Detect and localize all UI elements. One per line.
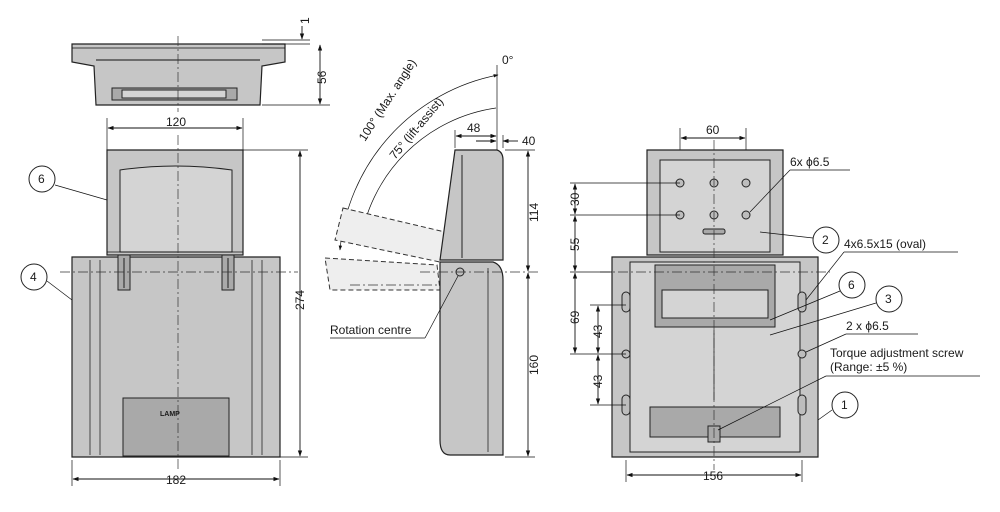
holes-top-label: 6x ϕ6.5 [790, 155, 830, 169]
callout-2 [812, 226, 840, 254]
callout-1-label: 1 [841, 398, 848, 412]
side-view: 0° 100° (Max. angle) 75° (lift-assist) 4… [324, 53, 541, 458]
rear-view: 60 [568, 123, 980, 483]
callout-5-label: 6 [38, 172, 45, 186]
dim-width-156: 156 [703, 469, 723, 483]
callout-2-label: 2 [822, 233, 829, 247]
dim-width-182: 182 [166, 473, 186, 487]
callout-4 [20, 263, 48, 291]
rotation-centre-label: Rotation centre [330, 323, 412, 337]
dim-width-120: 120 [166, 115, 186, 129]
dim-depth-40: 40 [522, 134, 536, 148]
dim-43-lower: 43 [591, 374, 605, 388]
dim-top-height: 56 [315, 70, 329, 84]
torque-label: Torque adjustment screw [830, 346, 964, 360]
dim-top-thickness: 1 [298, 17, 312, 24]
angle-zero: 0° [502, 53, 514, 67]
dim-depth-48: 48 [467, 121, 481, 135]
callout-6 [838, 271, 866, 299]
holes-2-label: 2 x ϕ6.5 [846, 319, 889, 333]
dim-width-60: 60 [706, 123, 720, 137]
dim-114: 114 [527, 203, 541, 222]
callout-4-label: 4 [30, 270, 37, 284]
callout-1 [831, 391, 859, 419]
dim-160: 160 [527, 355, 541, 375]
callout-3 [875, 285, 903, 313]
dim-69: 69 [568, 310, 582, 324]
callout-6-label: 6 [848, 278, 855, 292]
dim-height-274: 274 [293, 290, 307, 310]
torque-range: (Range: ±5 %) [830, 360, 907, 374]
logo-text: LAMP [160, 411, 180, 418]
dim-55: 55 [568, 237, 582, 251]
dim-30: 30 [568, 192, 582, 206]
oval-label: 4x6.5x15 (oval) [844, 237, 926, 251]
callout-3-label: 3 [885, 292, 892, 306]
callout-5 [28, 165, 56, 193]
dim-43-upper: 43 [591, 324, 605, 338]
top-view: 1 56 [71, 17, 330, 112]
front-view: 120 LAMP 182 274 6 4 [20, 115, 308, 487]
